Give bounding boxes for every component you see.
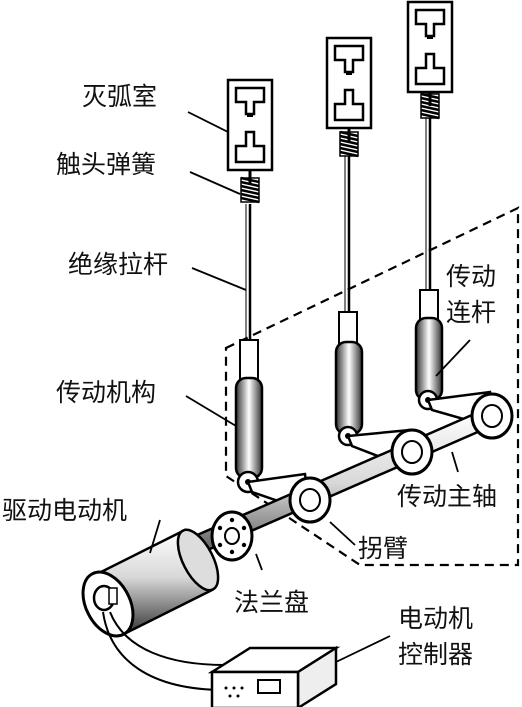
label-contact-spring: 触头弹簧 — [56, 150, 157, 179]
pole-3 — [406, 0, 454, 411]
drive-motor — [81, 528, 220, 638]
label-crank-arm: 拐臂 — [358, 534, 409, 563]
label-motor-controller-2: 控制器 — [398, 640, 474, 669]
label-transmission-mechanism: 传动机构 — [56, 378, 157, 407]
crank-disk-1 — [288, 476, 332, 524]
dashed-frame — [224, 206, 520, 567]
label-arc-chamber: 灭弧室 — [82, 82, 158, 111]
crank-disk-3 — [470, 392, 514, 440]
label-flange: 法兰盘 — [234, 588, 310, 617]
label-drive-motor: 驱动电动机 — [2, 496, 128, 525]
label-insulating-rod: 绝缘拉杆 — [68, 250, 169, 279]
label-connecting-rod-1: 传动 — [446, 262, 497, 291]
label-motor-controller-1: 电动机 — [398, 604, 474, 633]
label-connecting-rod-2: 连杆 — [446, 298, 497, 327]
pole-1 — [226, 78, 274, 494]
crank-disk-2 — [390, 428, 434, 476]
leader-lines — [149, 111, 471, 663]
motor-controller — [207, 645, 341, 707]
pole-2 — [325, 36, 373, 447]
flange — [210, 510, 254, 562]
label-main-shaft: 传动主轴 — [397, 482, 498, 511]
